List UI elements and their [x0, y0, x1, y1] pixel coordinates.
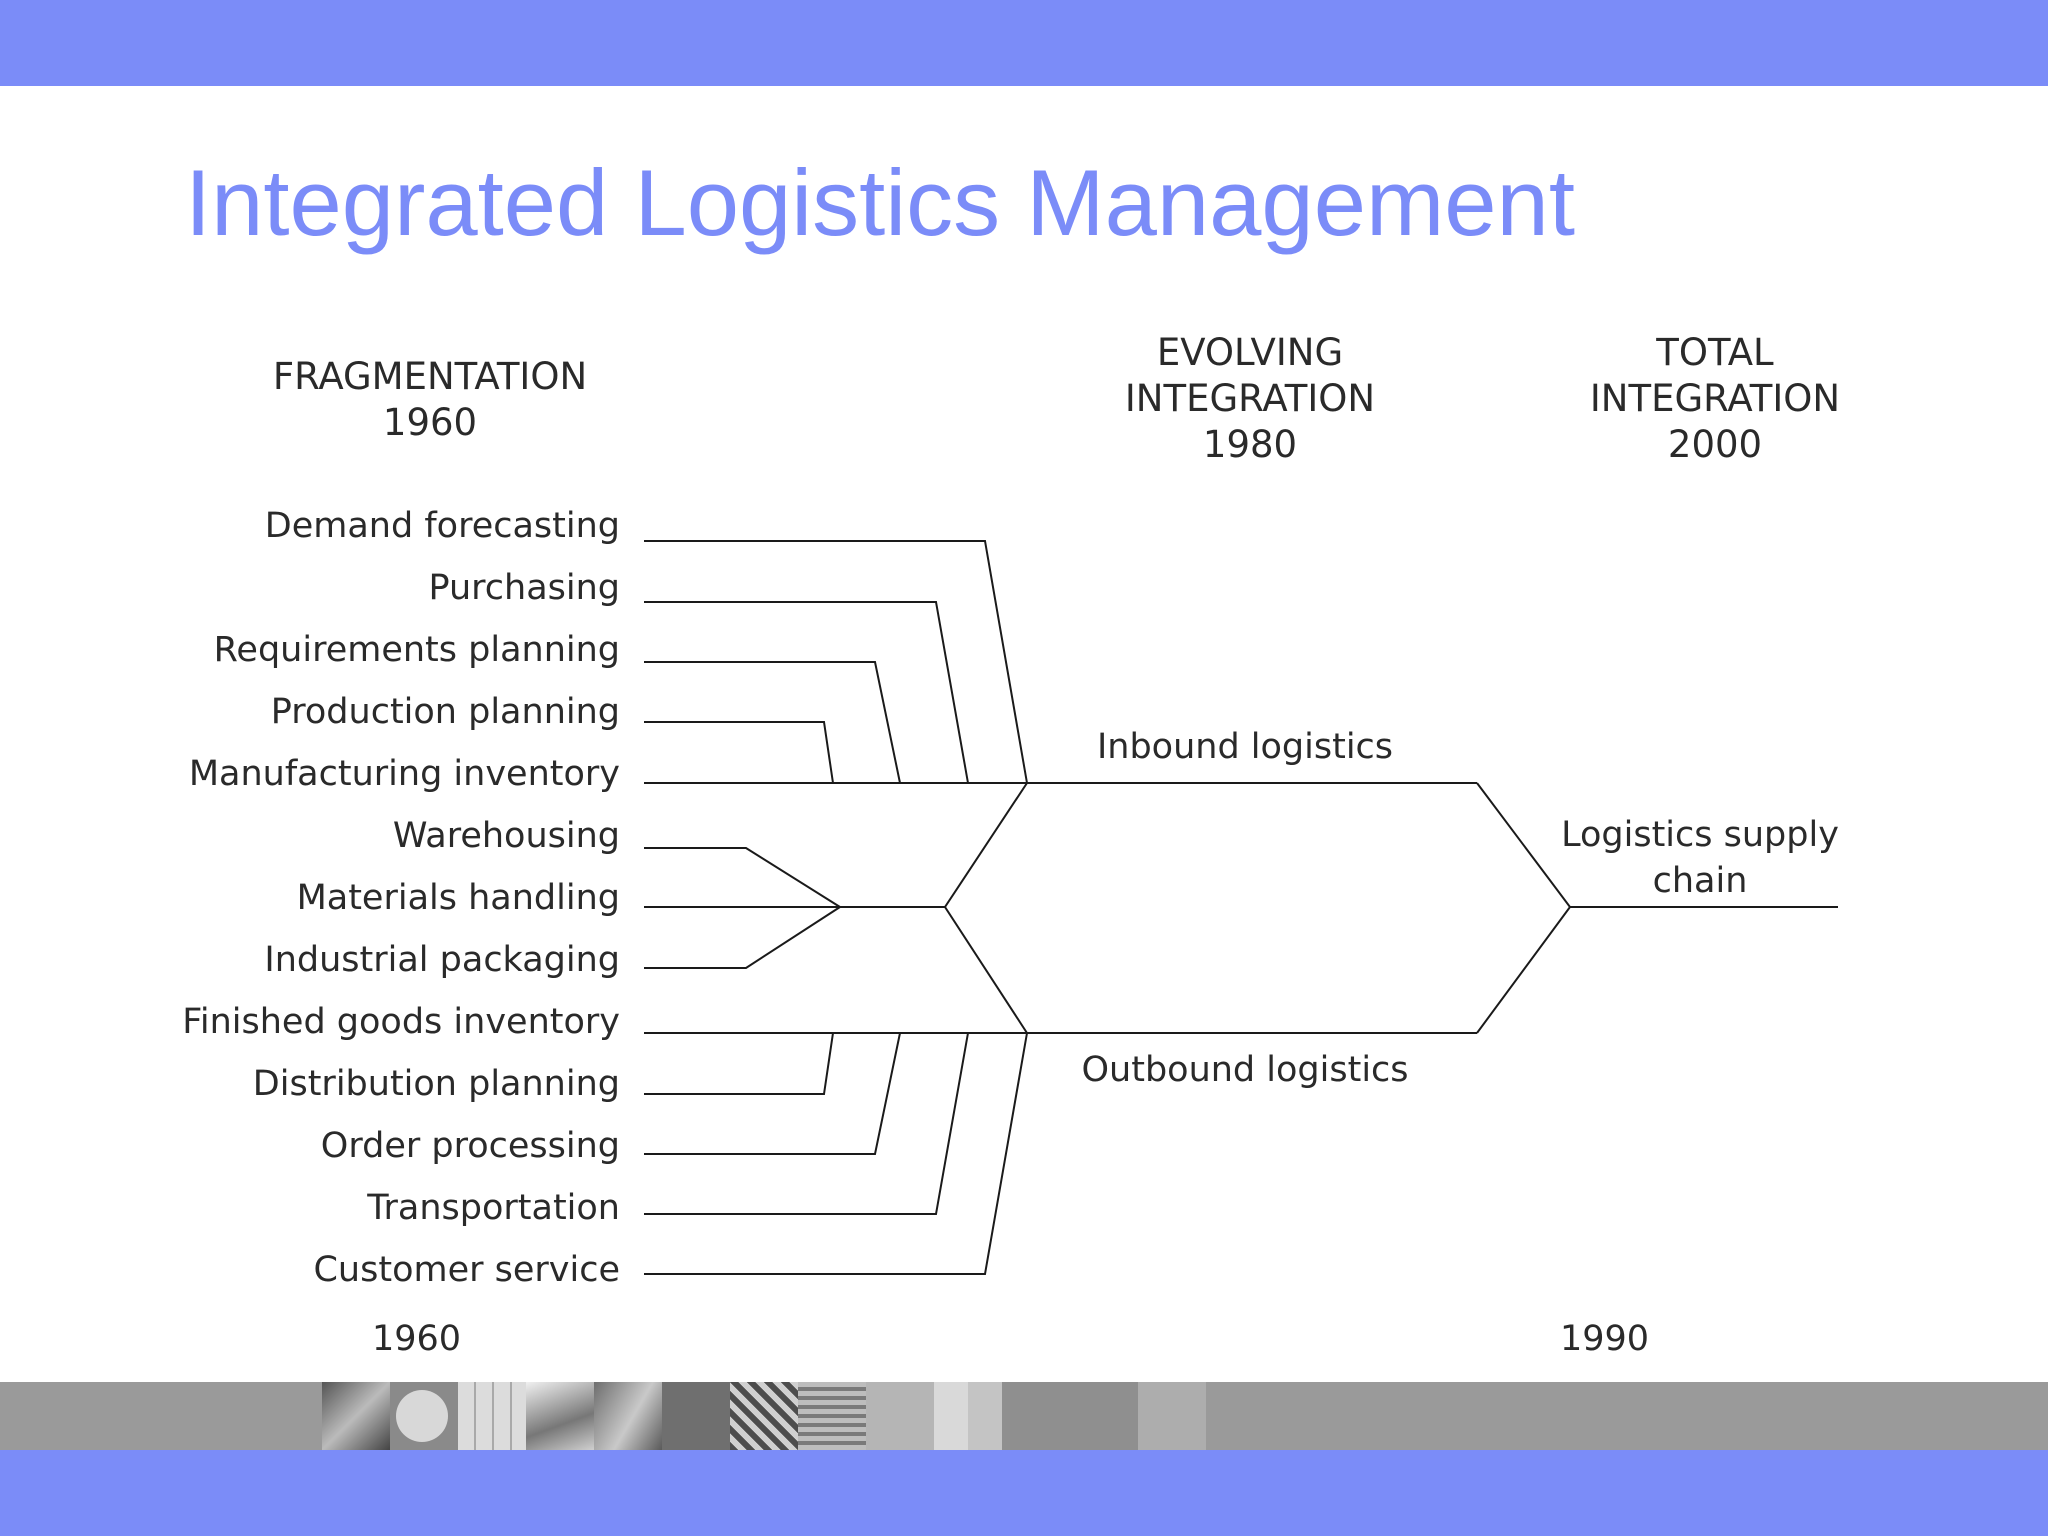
strip-photo-11: [1002, 1382, 1138, 1450]
strip-photo-3: [458, 1382, 526, 1450]
connector-purchasing: [644, 601, 969, 784]
activity-demand-forecasting: Demand forecasting: [264, 506, 620, 546]
connector-transportation: [644, 1032, 969, 1215]
timeline-end-year: 1990: [1560, 1319, 1650, 1359]
activity-purchasing: Purchasing: [428, 568, 620, 608]
supply-chain-label-line2: chain: [1652, 861, 1748, 901]
strip-circle-shape: [396, 1390, 448, 1442]
activity-finished-goods-inventory: Finished goods inventory: [182, 1002, 620, 1042]
activity-requirements-planning: Requirements planning: [213, 630, 620, 670]
connector-requirements-planning: [644, 661, 901, 784]
strip-photo-5: [594, 1382, 662, 1450]
header-evolving-line2: INTEGRATION: [1124, 377, 1376, 420]
strip-photo-8: [798, 1382, 866, 1450]
supply-chain-label-line1: Logistics supply: [1561, 815, 1839, 855]
activity-distribution-planning: Distribution planning: [252, 1064, 620, 1104]
header-total-line2: INTEGRATION: [1589, 377, 1841, 420]
strip-photo-1: [322, 1382, 390, 1450]
merge-inbound-outbound: [943, 782, 1028, 1034]
strip-photo-10: [934, 1382, 1002, 1450]
header-fragmentation-year: 1960: [382, 401, 478, 444]
strip-photo-4: [526, 1382, 594, 1450]
header-evolving-line1: EVOLVING: [1156, 331, 1344, 374]
connector-distribution-planning: [644, 1032, 834, 1095]
activity-materials-handling: Materials handling: [296, 878, 620, 918]
top-accent-band: [0, 0, 2048, 86]
activity-customer-service: Customer service: [313, 1250, 620, 1290]
header-evolving-integration: EVOLVING INTEGRATION 1980: [1075, 330, 1425, 468]
strip-photo-6: [662, 1382, 730, 1450]
connector-demand-forecasting: [644, 540, 1028, 784]
connector-production-planning: [644, 721, 834, 784]
outbound-logistics-label: Outbound logistics: [1081, 1050, 1409, 1090]
connector-customer-service: [644, 1032, 1028, 1275]
connector-warehousing: [644, 847, 841, 908]
strip-photo-12: [1138, 1382, 1206, 1450]
connector-industrial-packaging: [644, 906, 841, 969]
header-fragmentation-name: FRAGMENTATION: [272, 355, 588, 398]
activity-order-processing: Order processing: [320, 1126, 620, 1166]
activity-transportation: Transportation: [367, 1188, 620, 1228]
activity-warehousing: Warehousing: [392, 816, 620, 856]
header-evolving-year: 1980: [1202, 423, 1298, 466]
strip-photo-7: [730, 1382, 798, 1450]
header-total-year: 2000: [1667, 423, 1763, 466]
activity-industrial-packaging: Industrial packaging: [264, 940, 620, 980]
header-fragmentation: FRAGMENTATION 1960: [240, 354, 620, 446]
photo-strip: [0, 1382, 2048, 1450]
strip-photo-9: [866, 1382, 934, 1450]
activity-production-planning: Production planning: [270, 692, 620, 732]
header-total-line1: TOTAL: [1656, 331, 1774, 374]
bottom-accent-band: [0, 1450, 2048, 1536]
header-total-integration: TOTAL INTEGRATION 2000: [1540, 330, 1890, 468]
inbound-logistics-label: Inbound logistics: [1096, 727, 1394, 767]
slide-title: Integrated Logistics Management: [185, 150, 1575, 255]
activity-manufacturing-inventory: Manufacturing inventory: [188, 754, 620, 794]
connector-order-processing: [644, 1032, 901, 1155]
timeline-start-year: 1960: [372, 1319, 462, 1359]
